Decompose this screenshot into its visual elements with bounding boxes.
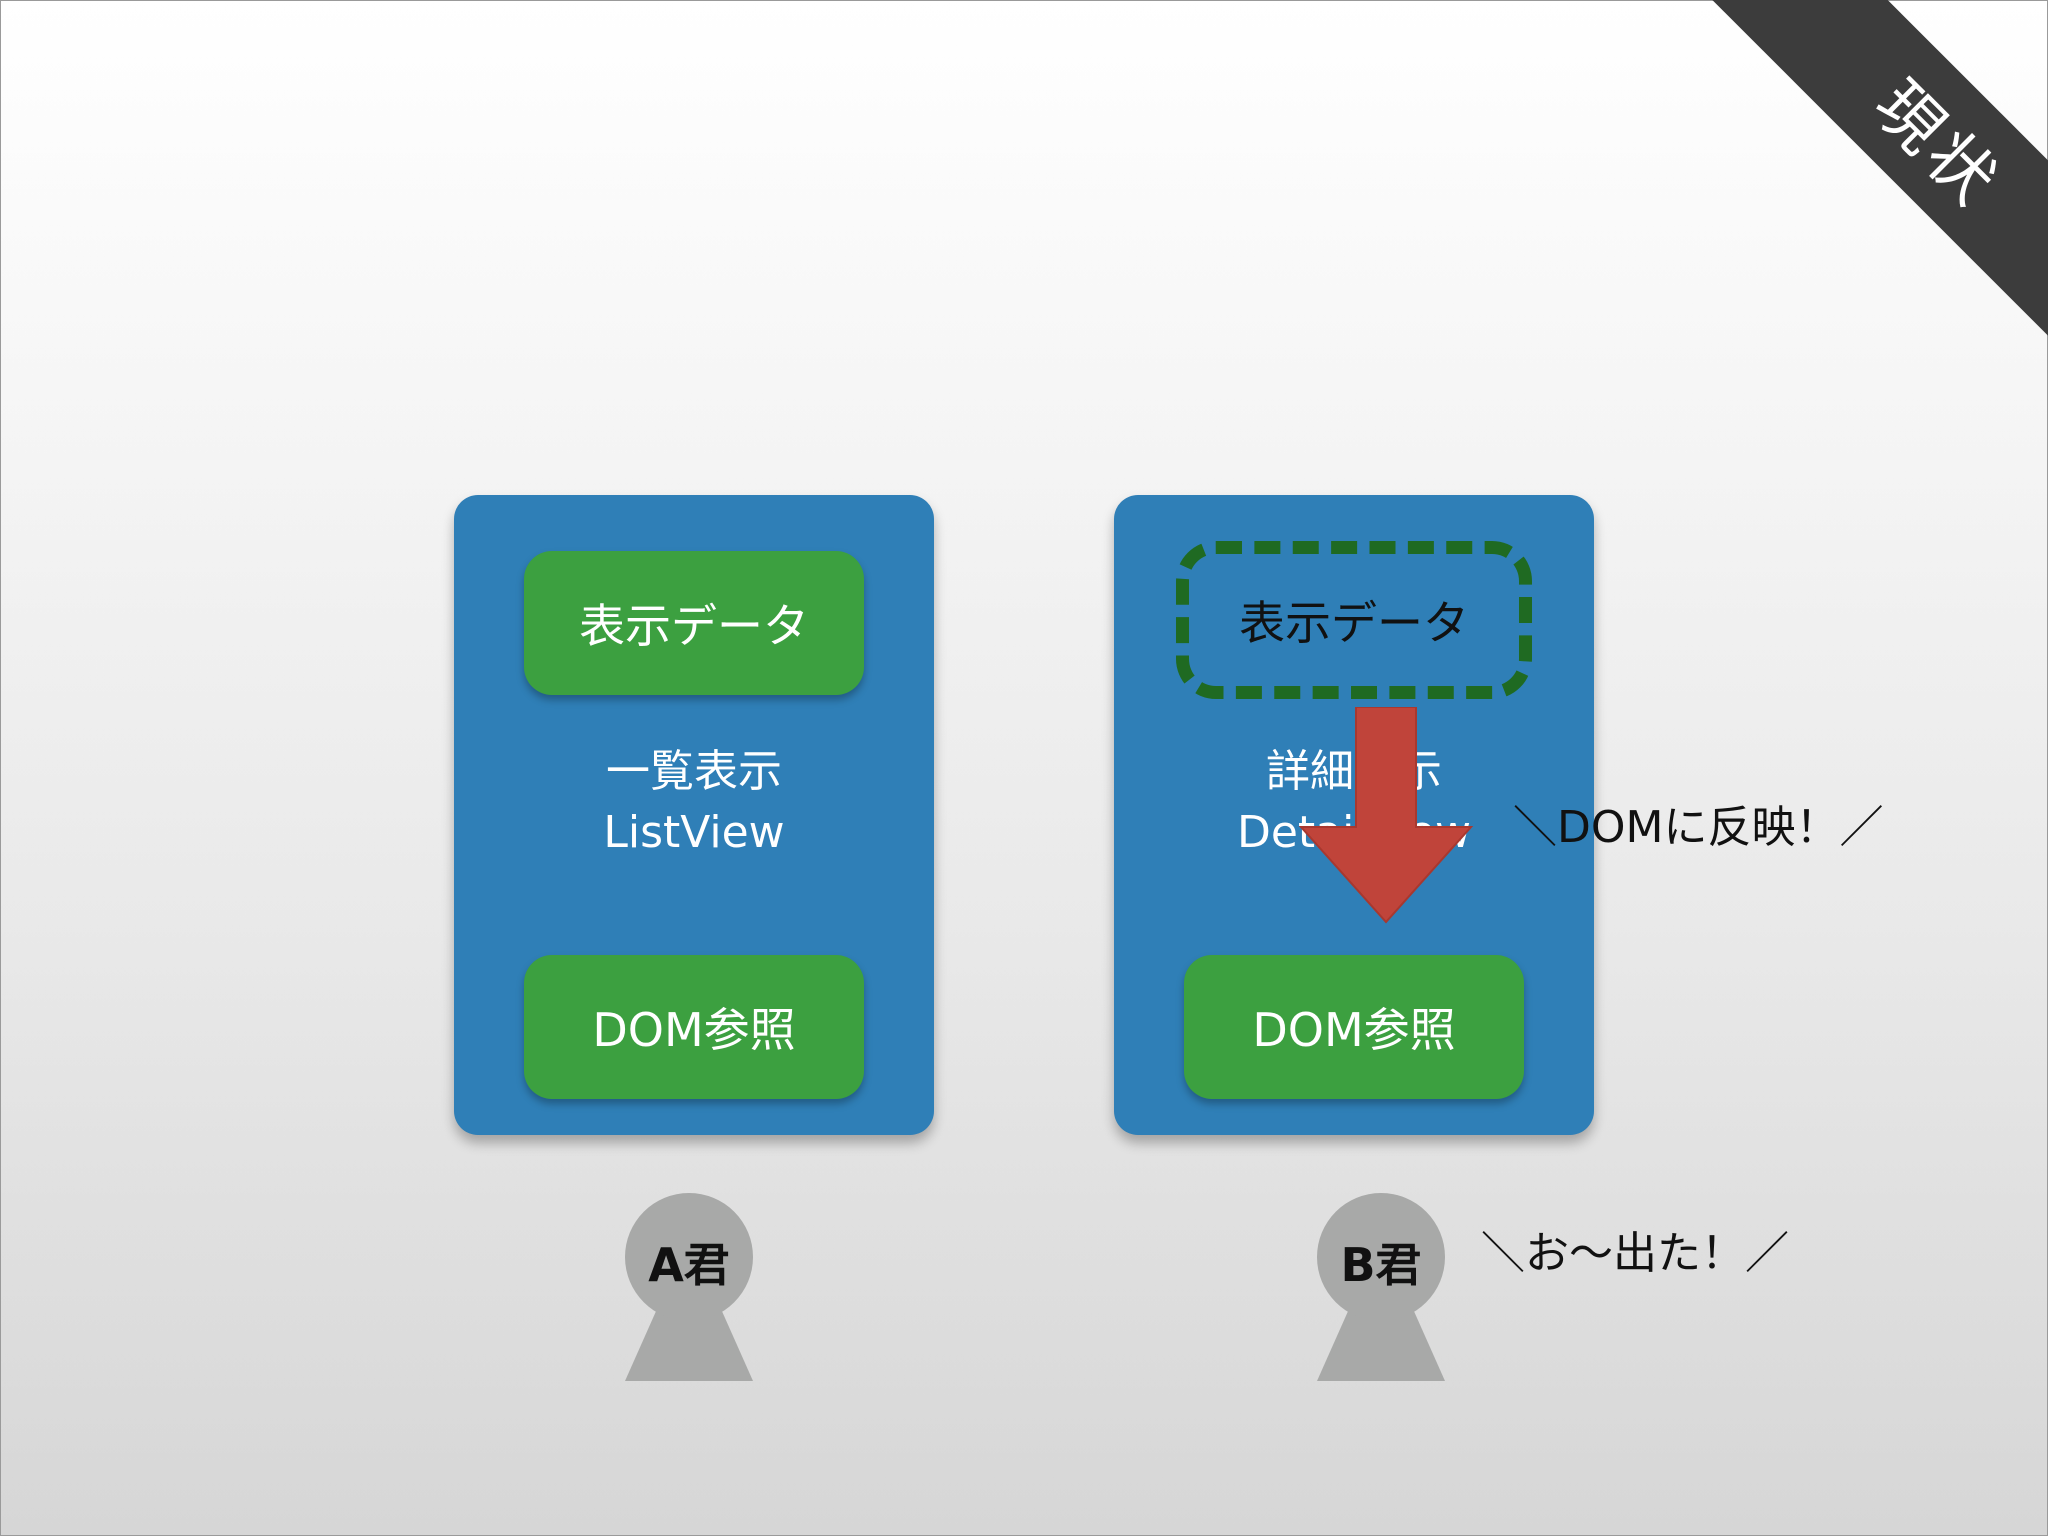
person-icon [1317, 1193, 1445, 1381]
corner-ribbon-label: 現状 [1858, 66, 2016, 224]
display-data-box: 表示データ [524, 551, 864, 695]
corner-ribbon: 現状 [1685, 0, 2048, 397]
dom-reference-box: DOM参照 [524, 955, 864, 1099]
person-icon [625, 1193, 753, 1381]
dom-reflect-callout: ＼DOMに反映！／ [1513, 802, 1884, 853]
appeared-callout: ＼お〜出た！／ [1481, 1228, 1789, 1279]
list-view-card: 表示データ 一覧表示 ListView DOM参照 [454, 495, 934, 1135]
detail-view-card: 表示データ 詳細表示 DetailView DOM参照 [1114, 495, 1594, 1135]
card-title-en: ListView [603, 807, 785, 858]
person-a: A君 [625, 1191, 765, 1381]
display-data-dashed-box: 表示データ [1176, 541, 1532, 699]
card-title-jp: 一覧表示 [606, 746, 782, 797]
person-label: A君 [648, 1238, 730, 1292]
person-label: B君 [1340, 1238, 1422, 1292]
dom-reference-box: DOM参照 [1184, 955, 1524, 1099]
person-b: B君 [1317, 1191, 1457, 1381]
down-arrow-icon [1298, 707, 1474, 924]
